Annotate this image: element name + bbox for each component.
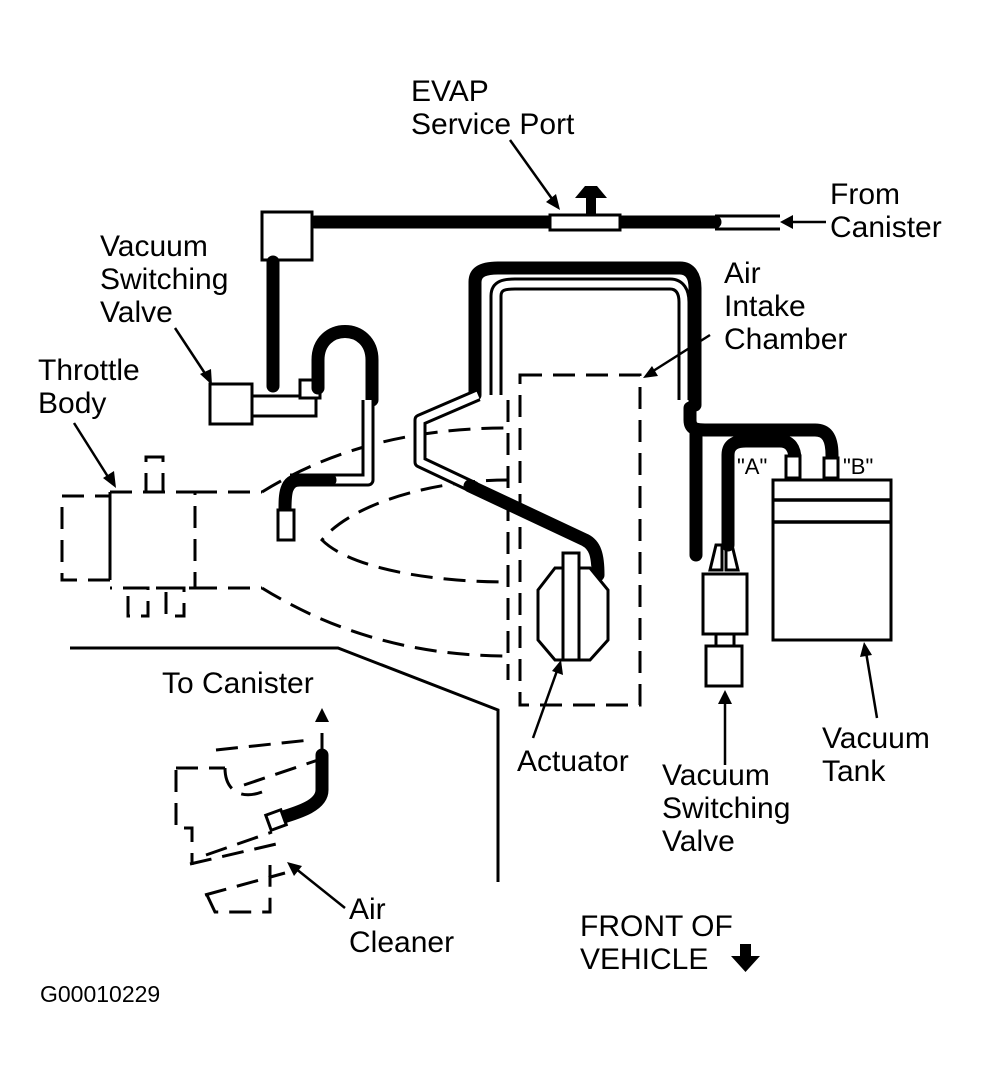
label-throttle-body: Throttle Body <box>38 354 140 420</box>
label-air-intake-chamber: Air Intake Chamber <box>724 257 848 356</box>
actuator <box>536 551 610 662</box>
label-vacuum-switching-valve-top: Vacuum Switching Valve <box>100 230 229 329</box>
intake-plenum <box>261 400 510 680</box>
down-arrow-icon <box>731 944 760 972</box>
label-front-of-vehicle: FRONT OF VEHICLE <box>580 910 733 976</box>
vacuum-tank <box>771 478 893 642</box>
air-cleaner <box>174 722 329 914</box>
label-vacuum-switching-valve-bottom: Vacuum Switching Valve <box>662 759 791 858</box>
engine-outline <box>70 646 500 882</box>
label-from-canister: From Canister <box>830 178 942 244</box>
label-evap-service-port: EVAP Service Port <box>411 75 575 141</box>
throttle-body <box>60 455 262 618</box>
tank-hoses <box>683 401 840 562</box>
leader-arrows <box>72 139 879 909</box>
label-actuator: Actuator <box>517 745 629 778</box>
label-port-a: "A" <box>737 454 768 479</box>
label-to-canister: To Canister <box>162 667 314 700</box>
label-vacuum-tank: Vacuum Tank <box>822 722 930 788</box>
evap-line <box>308 186 780 232</box>
vsv-top <box>208 210 379 542</box>
chamber-hoses <box>413 261 702 582</box>
air-intake-chamber <box>518 373 642 707</box>
label-air-cleaner: Air Cleaner <box>349 893 455 959</box>
label-port-b: "B" <box>843 454 874 479</box>
vsv-bottom <box>701 543 749 688</box>
figure-id: G00010229 <box>40 981 161 1007</box>
